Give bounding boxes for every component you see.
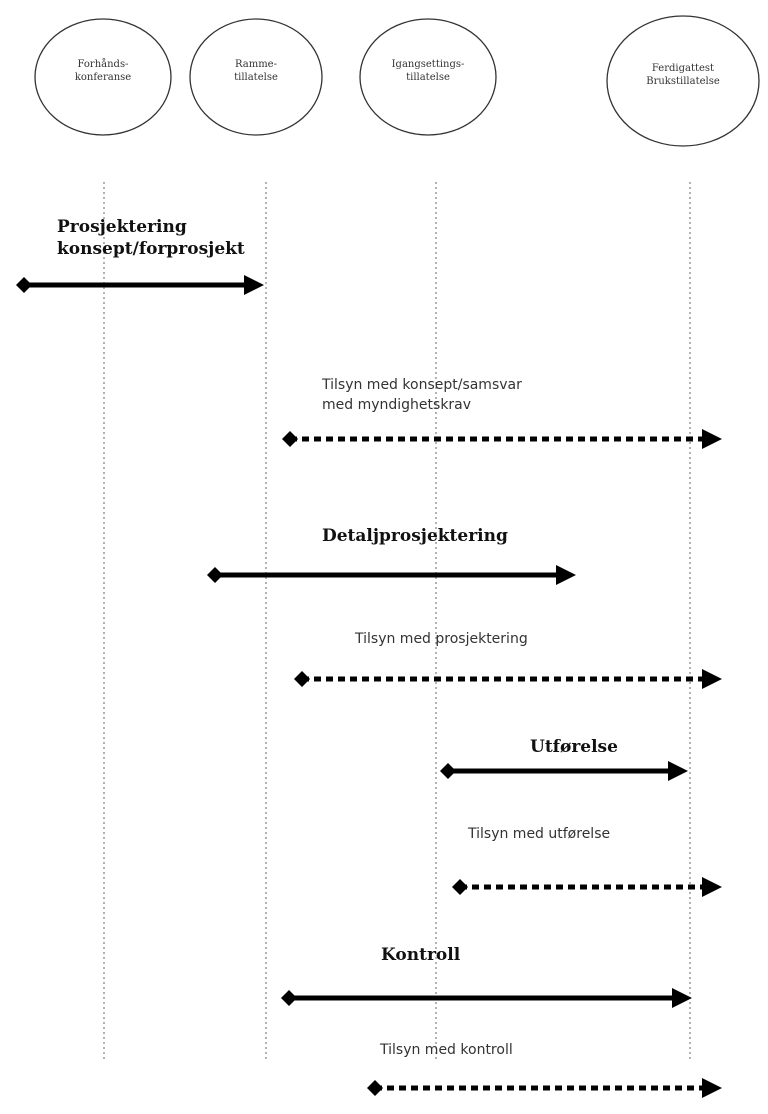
milestone: Ramme-tillatelse: [189, 18, 323, 136]
arrow-head: [672, 988, 692, 1008]
arrow-head: [702, 1078, 722, 1098]
activity: Tilsyn med utførelse: [452, 826, 722, 897]
milestone: Igangsettings-tillatelse: [359, 18, 497, 136]
milestones: Forhånds-konferanse Ramme-tillatelse Igang…: [34, 15, 760, 147]
arrow-head: [668, 761, 688, 781]
activity: Detaljprosjektering: [207, 526, 576, 585]
diamond-start-marker: [281, 990, 297, 1006]
activity-label: Detaljprosjektering: [322, 526, 508, 546]
milestone-label: Ramme-tillatelse: [234, 59, 278, 83]
activity: Utførelse: [440, 737, 688, 781]
arrow-head: [556, 565, 576, 585]
activity-label: Tilsyn med prosjektering: [354, 631, 528, 647]
milestone-circle: [34, 18, 172, 136]
activity: Kontroll: [281, 945, 692, 1008]
milestone-guide-lines: [103, 182, 691, 1062]
milestone: Forhånds-konferanse: [34, 18, 172, 136]
arrow-head: [244, 275, 264, 295]
milestone-label: Forhånds-konferanse: [75, 58, 131, 83]
activity: Tilsyn med kontroll: [367, 1042, 722, 1098]
diamond-start-marker: [282, 431, 298, 447]
milestone-circle: [359, 18, 497, 136]
arrow-head: [702, 669, 722, 689]
diamond-start-marker: [16, 277, 32, 293]
milestone-circle: [606, 15, 760, 147]
activity-label: Tilsyn med kontroll: [379, 1042, 513, 1058]
milestone-circle: [189, 18, 323, 136]
diamond-start-marker: [207, 567, 223, 583]
diamond-start-marker: [440, 763, 456, 779]
arrow-head: [702, 877, 722, 897]
activity-label: Tilsyn med utførelse: [467, 826, 610, 842]
arrow-head: [702, 429, 722, 449]
milestone-label: Igangsettings-tillatelse: [392, 59, 465, 83]
diamond-start-marker: [294, 671, 310, 687]
activity-label: Kontroll: [381, 945, 461, 965]
diamond-start-marker: [367, 1080, 383, 1096]
diamond-start-marker: [452, 879, 468, 895]
activity-label: Utførelse: [530, 737, 618, 757]
activity: Tilsyn med prosjektering: [294, 631, 722, 689]
